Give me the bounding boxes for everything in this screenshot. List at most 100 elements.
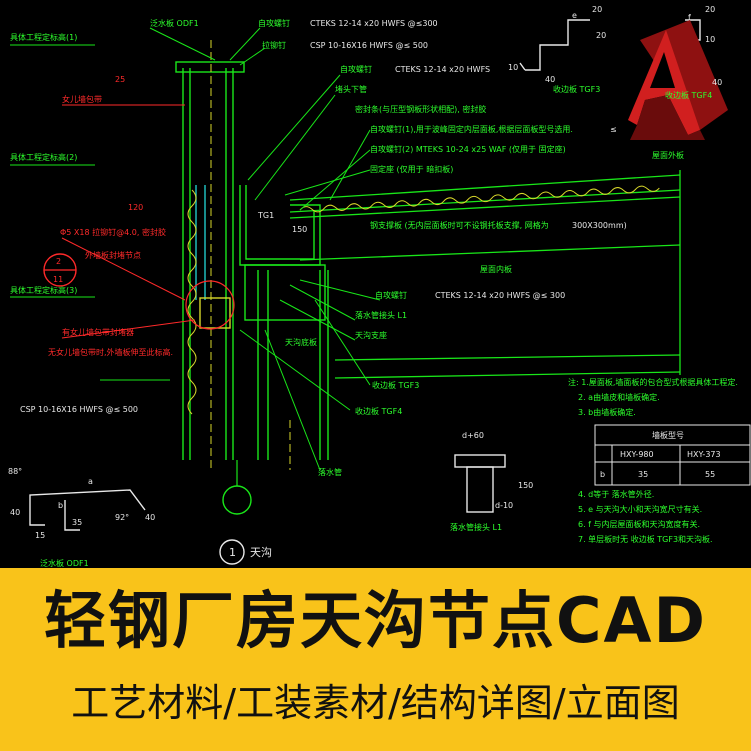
autocad-logo-icon	[628, 20, 728, 140]
label-tgf4-top: 收边板 TGF4	[665, 90, 712, 100]
dim-150b: 150	[518, 481, 533, 490]
label-flashing-odf1-b: 泛水板 ODF1	[40, 558, 89, 568]
label-downpipe-2: 落水管	[318, 467, 342, 477]
label-joint-plate-1: 收边板 TGF3	[372, 380, 419, 390]
label-roof-inner: 屋面内板	[480, 264, 512, 274]
label-firewall-strip: 女儿墙包带	[62, 94, 102, 104]
label-csp-top: CSP 10-16X16 HWFS @≤ 500	[310, 41, 428, 50]
label-cteks-top: CTEKS 12-14 x20 HWFS @≤300	[310, 19, 438, 28]
label-dim-left-2: 120	[128, 203, 143, 212]
label-left-spec-3: 具体工程定标高(3)	[10, 285, 77, 295]
cad-drawing-area: A 泛水板 ODF1 自攻螺钉 CTEKS 12-14 x20 HWFS @≤3…	[8, 5, 751, 568]
red-leaders	[61, 104, 196, 339]
angle-88: 88°	[8, 467, 22, 476]
label-no-parapet: 无女儿墙包带时,外墙板伸至此标高.	[48, 347, 173, 357]
dim-10b: 10	[705, 35, 715, 44]
label-callout-11: 11	[53, 275, 63, 284]
label-left-spec-1: 具体工程定标高(1)	[10, 32, 77, 42]
label-dim-top-1: 25	[115, 75, 125, 84]
title-banner: 轻钢厂房天沟节点CAD 工艺材料/工装素材/结构详图/立面图	[0, 568, 751, 751]
wall-structure	[175, 61, 245, 460]
dim-b: b	[58, 501, 63, 510]
note-2: 2. a由墙皮和墙板确定.	[578, 392, 660, 402]
label-wall-strip: 外墙板封堵节点	[85, 250, 141, 260]
note-6: 6. f 与内层屋面板和天沟宽度有关.	[578, 519, 700, 529]
label-self-tap-2b: 自攻螺钉(2) MTEKS 10-24 x25 WAF (仅用于 固定座)	[370, 144, 566, 154]
label-pipe-seal: 落水管接头 L1	[355, 310, 407, 320]
dim-15: 15	[35, 531, 45, 540]
profile-tgf3	[519, 19, 590, 71]
dim-40c: 40	[10, 508, 20, 517]
dim-ge: ≤	[610, 125, 617, 134]
label-gutter-bottom: 天沟底板	[285, 337, 317, 347]
note-4: 4. d等于 落水管外径.	[578, 489, 654, 499]
label-tgf3-top: 收边板 TGF3	[553, 84, 600, 94]
label-pipe-seal-2: 落水管接头 L1	[450, 522, 502, 532]
label-support-note: 钢支撑板 (无内层面板时可不设钢托板支撑, 网格为	[370, 220, 549, 230]
detail-highlight-circle	[185, 280, 235, 330]
dim-40d: 40	[145, 513, 155, 522]
gutter-node-drawing: A 泛水板 ODF1 自攻螺钉 CTEKS 12-14 x20 HWFS @≤3…	[8, 5, 751, 568]
dim-e: e	[572, 11, 577, 20]
table-val1: 35	[638, 470, 648, 479]
dim-35: 35	[72, 518, 82, 527]
pipe-seal-detail	[454, 454, 506, 513]
dim-40: 40	[545, 75, 555, 84]
table-val2: 55	[705, 470, 715, 479]
label-dim-150: 150	[292, 225, 307, 234]
table-row-label: b	[600, 470, 605, 479]
note-5: 5. e 与天沟大小和天沟宽尺寸有关.	[578, 504, 702, 514]
roof-panel	[289, 170, 681, 379]
section-number: 1	[229, 546, 236, 559]
insulation-wave	[187, 189, 197, 415]
note-7: 7. 单层板时无 收边板 TGF3和天沟板.	[578, 534, 713, 544]
label-self-tap-2: 自攻螺钉	[340, 64, 372, 74]
label-sealant: 密封条(与压型钢板形状相配), 密封胶	[355, 104, 486, 114]
label-cteks-3: CTEKS 12-14 x20 HWFS @≤ 300	[435, 291, 565, 300]
label-csp-bottom: CSP 10-16X16 HWFS @≤ 500	[20, 405, 138, 414]
label-joint-plate-2: 收边板 TGF4	[355, 406, 402, 416]
dim-d60: d+60	[462, 431, 484, 440]
profile-bottom-left	[29, 489, 146, 531]
angle-92: 92°	[115, 513, 129, 522]
table-col1: HXY-980	[620, 450, 654, 459]
dim-f: f	[688, 13, 691, 22]
note-1: 注: 1.屋面板,墙面板的包合型式根据具体工程定.	[568, 377, 738, 387]
banner-title: 轻钢厂房天沟节点CAD	[44, 584, 707, 657]
notes-table-grid	[594, 424, 751, 486]
note-3: 3. b由墙板确定.	[578, 407, 636, 417]
label-cteks-2: CTEKS 12-14 x20 HWFS	[395, 65, 490, 74]
section-name: 天沟	[250, 546, 272, 559]
label-roof-outer: 屋面外板	[652, 150, 684, 160]
label-self-tap-1: 自攻螺钉(1),用于波峰固定内层面板,根据层面板型号选用.	[370, 124, 573, 134]
label-downpipe: 堵头下管	[335, 84, 367, 94]
dim-40b: 40	[712, 78, 722, 87]
dim-a: a	[88, 477, 93, 486]
dim-20-right: 20	[705, 5, 715, 14]
roof-insulation-wave	[299, 185, 660, 213]
label-gutter-support: 天沟支座	[355, 330, 387, 340]
label-self-tap-top: 自攻螺钉	[258, 18, 290, 28]
label-grid-size: 300X300mm)	[572, 221, 627, 230]
label-wall-trim: 有女儿墙包带封堵器	[62, 327, 134, 337]
label-fixing-seat: 固定座 (仅用于 暗扣板)	[370, 164, 453, 174]
label-flashing-odf1: 泛水板 ODF1	[150, 18, 199, 28]
label-self-tap-3: 自攻螺钉	[375, 290, 407, 300]
section-marker-circle	[222, 485, 252, 515]
dim-20b: 20	[596, 31, 606, 40]
leader-lines	[10, 27, 381, 471]
label-tg1: TG1	[257, 211, 274, 220]
label-blind-rivet: 拉铆钉	[262, 40, 286, 50]
dim-d10: d-10	[495, 501, 513, 510]
dim-10a: 10	[508, 63, 518, 72]
gutter	[199, 185, 329, 460]
table-col2: HXY-373	[687, 450, 721, 459]
label-left-spec-2: 具体工程定标高(2)	[10, 152, 77, 162]
table-header: 墙板型号	[652, 430, 684, 440]
label-rivet-spec: Φ5 X18 拉铆钉@4.0, 密封胶	[60, 227, 166, 237]
center-lines	[210, 40, 291, 470]
label-callout-2: 2	[56, 257, 61, 266]
section-title-circle	[219, 539, 245, 565]
dim-20a: 20	[592, 5, 602, 14]
banner-subtitle: 工艺材料/工装素材/结构详图/立面图	[71, 681, 680, 725]
